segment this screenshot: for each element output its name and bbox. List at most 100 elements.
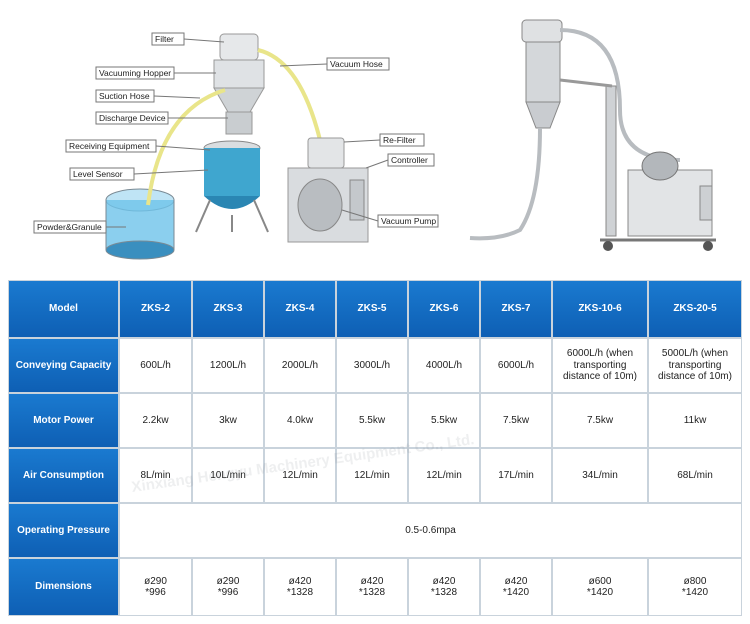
callout-level-sensor: Level Sensor (69, 167, 209, 181)
dimensions-cell: ø800*1420 (648, 558, 742, 616)
vacuum-pump-illustration (287, 137, 369, 243)
dimensions-cell: ø420*1328 (408, 558, 480, 616)
table-cell: 10L/min (192, 448, 264, 503)
dimensions-cell: ø420*1328 (336, 558, 408, 616)
height-value: *1420 (681, 587, 709, 598)
table-cell: 8L/min (119, 448, 192, 503)
callout-suction-hose: Suction Hose (95, 89, 201, 103)
callout-discharge-device: Discharge Device (95, 111, 228, 125)
air-consumption-label: Air Consumption (8, 448, 119, 503)
callout-vacuum-pump: Vacuum Pump (341, 209, 439, 228)
height-value: *1420 (586, 587, 614, 598)
table-row: Conveying Capacity 600L/h 1200L/h 2000L/… (8, 338, 742, 393)
callout-controller: Controller (365, 153, 435, 169)
dimensions-cell: ø290*996 (119, 558, 192, 616)
callout-vacuuming-hopper: Vacuuming Hopper (95, 66, 216, 80)
callout-vacuum-hose: Vacuum Hose (279, 57, 390, 71)
dimensions-cell: ø290*996 (192, 558, 264, 616)
svg-text:Vacuuming Hopper: Vacuuming Hopper (99, 68, 171, 78)
operating-pressure-label: Operating Pressure (8, 503, 119, 558)
table-cell: 34L/min (552, 448, 648, 503)
height-value: *1328 (286, 587, 314, 598)
callout-filter: Filter (151, 32, 225, 46)
callout-powder-granule: Powder&Granule (33, 220, 126, 234)
table-cell: 12L/min (408, 448, 480, 503)
table-cell: 17L/min (480, 448, 552, 503)
model-header-cell: ZKS-10-6 (552, 280, 648, 338)
table-row: Dimensions ø290*996 ø290*996 ø420*1328 ø… (8, 558, 742, 616)
diameter-value: ø600 (588, 575, 612, 587)
table-row: Motor Power 2.2kw 3kw 4.0kw 5.5kw 5.5kw … (8, 393, 742, 448)
table-cell: 600L/h (119, 338, 192, 393)
table-cell: 2000L/h (264, 338, 336, 393)
dimensions-cell: ø420*1328 (264, 558, 336, 616)
model-header-cell: ZKS-7 (480, 280, 552, 338)
model-header-cell: ZKS-2 (119, 280, 192, 338)
svg-text:Filter: Filter (155, 34, 174, 44)
system-diagram: Filter Vacuuming Hopper Suction Hose Dis… (33, 19, 716, 260)
table-cell: 7.5kw (480, 393, 552, 448)
height-value: *1328 (430, 587, 458, 598)
height-value: *996 (217, 587, 239, 598)
model-header-cell: ZKS-4 (264, 280, 336, 338)
svg-text:Re-Filter: Re-Filter (383, 135, 416, 145)
diameter-value: ø290 (216, 575, 240, 587)
svg-text:Powder&Granule: Powder&Granule (37, 222, 102, 232)
model-header-cell: ZKS-6 (408, 280, 480, 338)
svg-text:Level Sensor: Level Sensor (73, 169, 123, 179)
table-row: Model ZKS-2 ZKS-3 ZKS-4 ZKS-5 ZKS-6 ZKS-… (8, 280, 742, 338)
table-cell: 6000L/h (480, 338, 552, 393)
dimensions-label: Dimensions (8, 558, 119, 616)
table-cell: 2.2kw (119, 393, 192, 448)
dimensions-cell: ø420*1420 (480, 558, 552, 616)
table-cell: 12L/min (336, 448, 408, 503)
dimensions-cell: ø600*1420 (552, 558, 648, 616)
diameter-value: ø420 (504, 575, 528, 587)
model-header-cell: ZKS-20-5 (648, 280, 742, 338)
table-cell: 11kw (648, 393, 742, 448)
table-cell: 4.0kw (264, 393, 336, 448)
table-cell: 3000L/h (336, 338, 408, 393)
model-header-cell: ZKS-5 (336, 280, 408, 338)
model-header: Model (8, 280, 119, 338)
table-cell: 7.5kw (552, 393, 648, 448)
table-row: Operating Pressure 0.5-0.6mpa (8, 503, 742, 558)
diameter-value: ø290 (144, 575, 167, 587)
table-cell: 4000L/h (408, 338, 480, 393)
table-cell: 3kw (192, 393, 264, 448)
diameter-value: ø800 (683, 575, 707, 587)
svg-text:Suction Hose: Suction Hose (99, 91, 150, 101)
model-header-cell: ZKS-3 (192, 280, 264, 338)
operating-pressure-value: 0.5-0.6mpa (119, 503, 742, 558)
specification-table: Model ZKS-2 ZKS-3 ZKS-4 ZKS-5 ZKS-6 ZKS-… (8, 280, 742, 616)
table-cell: 5.5kw (336, 393, 408, 448)
height-value: *1420 (502, 587, 530, 598)
motor-power-label: Motor Power (8, 393, 119, 448)
table-cell: 5000L/h (when transporting distance of 1… (648, 338, 742, 393)
vacuum-hose-line (257, 48, 322, 141)
height-value: *996 (145, 587, 166, 598)
callout-re-filter: Re-Filter (343, 133, 425, 147)
diameter-value: ø420 (432, 575, 456, 587)
height-value: *1328 (358, 587, 386, 598)
svg-text:Discharge Device: Discharge Device (99, 113, 166, 123)
svg-text:Controller: Controller (391, 155, 428, 165)
table-cell: 5.5kw (408, 393, 480, 448)
callout-receiving-equipment: Receiving Equipment (65, 139, 211, 153)
diameter-value: ø420 (288, 575, 312, 587)
table-cell: 1200L/h (192, 338, 264, 393)
suction-hose-line (146, 88, 226, 206)
powder-container-illustration (105, 188, 175, 260)
receiving-tank-illustration (195, 140, 269, 233)
table-cell: 6000L/h (when transporting distance of 1… (552, 338, 648, 393)
diameter-value: ø420 (360, 575, 384, 587)
svg-text:Vacuum Pump: Vacuum Pump (381, 216, 436, 226)
vacuum-conveyor-machine-photo (469, 19, 716, 251)
table-row: Air Consumption 8L/min 10L/min 12L/min 1… (8, 448, 742, 503)
svg-text:Vacuum Hose: Vacuum Hose (330, 59, 383, 69)
svg-text:Receiving Equipment: Receiving Equipment (69, 141, 150, 151)
table-cell: 12L/min (264, 448, 336, 503)
conveying-capacity-label: Conveying Capacity (8, 338, 119, 393)
vacuum-hopper-illustration (213, 33, 265, 135)
table-cell: 68L/min (648, 448, 742, 503)
